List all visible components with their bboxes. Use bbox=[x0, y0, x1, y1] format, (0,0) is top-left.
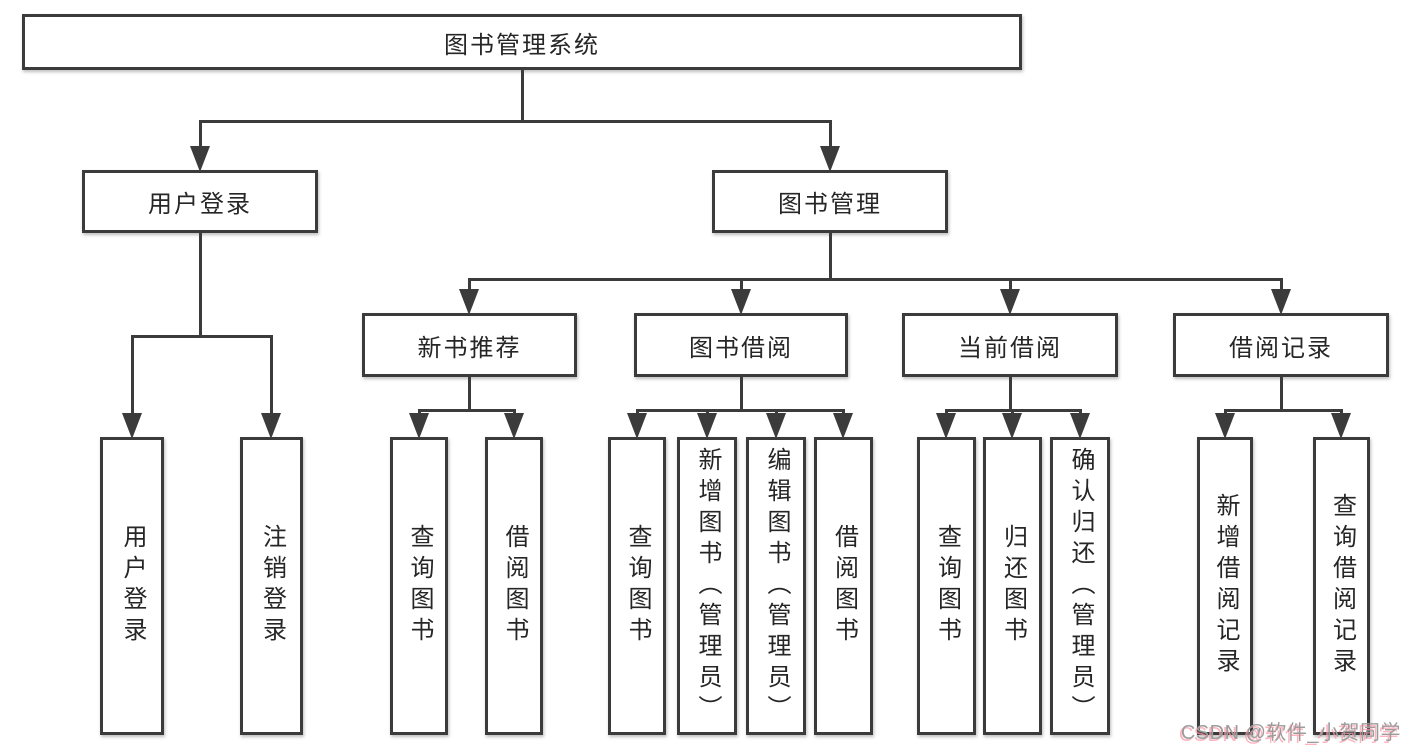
edge-stem-new-book-recommend bbox=[467, 377, 471, 412]
node-user-login: 用户登录 bbox=[82, 170, 318, 233]
node-leaf-query-borrow-record: 查询借阅记录 bbox=[1313, 437, 1370, 735]
edge-split-user-login bbox=[130, 335, 273, 338]
edge-stem-book-borrowing bbox=[739, 377, 743, 412]
node-label-leaf-borrow-books-1: 借阅图书 bbox=[501, 524, 528, 648]
edge-stem-current-borrowing bbox=[1008, 377, 1012, 412]
node-leaf-add-borrow-record: 新增借阅记录 bbox=[1197, 437, 1253, 735]
node-book-borrowing: 图书借阅 bbox=[634, 313, 848, 377]
arrow-down-icon-borrowing-records-0 bbox=[1215, 413, 1235, 439]
arrow-down-icon-current-borrowing-0 bbox=[936, 413, 956, 439]
node-book-management: 图书管理 bbox=[712, 170, 948, 233]
edge-split-borrowing-records bbox=[1223, 409, 1343, 412]
edge-drop-root-0 bbox=[198, 120, 202, 148]
node-leaf-return-books: 归还图书 bbox=[983, 437, 1042, 735]
edge-drop-user-login-0 bbox=[130, 335, 134, 415]
edge-drop-book-management-0 bbox=[467, 278, 471, 291]
arrow-down-icon-root-1 bbox=[820, 146, 840, 172]
edge-drop-new-book-recommend-0 bbox=[417, 409, 421, 415]
node-leaf-query-books-3: 查询图书 bbox=[917, 437, 976, 735]
edge-drop-new-book-recommend-1 bbox=[512, 409, 516, 415]
edge-stem-user-login bbox=[198, 233, 202, 338]
arrow-down-icon-current-borrowing-2 bbox=[1070, 413, 1090, 439]
edge-split-root bbox=[198, 120, 832, 123]
edge-drop-current-borrowing-1 bbox=[1010, 409, 1014, 415]
edge-stem-borrowing-records bbox=[1279, 377, 1283, 412]
csdn-watermark: CSDN @软件_小贺同学 bbox=[1180, 722, 1401, 744]
edge-drop-book-management-3 bbox=[1279, 278, 1283, 291]
node-label-leaf-borrow-books-2: 借阅图书 bbox=[830, 524, 858, 648]
node-label-user-login: 用户登录 bbox=[148, 191, 252, 218]
edge-drop-borrowing-records-1 bbox=[1339, 409, 1343, 415]
arrow-down-icon-borrowing-records-1 bbox=[1331, 413, 1351, 439]
node-leaf-user-login: 用户登录 bbox=[100, 437, 164, 735]
node-label-root: 图书管理系统 bbox=[444, 31, 600, 59]
edge-drop-book-management-2 bbox=[1008, 278, 1012, 291]
node-label-leaf-query-books-3: 查询图书 bbox=[933, 524, 961, 648]
node-new-book-recommend: 新书推荐 bbox=[362, 313, 577, 377]
edge-split-book-management bbox=[467, 278, 1283, 281]
arrow-down-icon-book-borrowing-1 bbox=[697, 413, 717, 439]
edge-drop-current-borrowing-0 bbox=[944, 409, 948, 415]
node-label-leaf-edit-books: 编辑图书（管理员） bbox=[763, 446, 790, 726]
node-leaf-logout: 注销登录 bbox=[240, 437, 303, 735]
edge-split-book-borrowing bbox=[635, 409, 845, 412]
edge-drop-book-borrowing-3 bbox=[841, 409, 845, 415]
edge-drop-user-login-1 bbox=[269, 335, 273, 415]
arrow-down-icon-user-login-0 bbox=[122, 413, 142, 439]
node-borrowing-records: 借阅记录 bbox=[1173, 313, 1389, 377]
node-current-borrowing: 当前借阅 bbox=[902, 313, 1118, 377]
node-label-leaf-return-books: 归还图书 bbox=[999, 524, 1027, 648]
arrow-down-icon-new-book-recommend-0 bbox=[409, 413, 429, 439]
node-label-new-book-recommend: 新书推荐 bbox=[417, 334, 522, 362]
node-leaf-borrow-books-1: 借阅图书 bbox=[485, 437, 543, 735]
arrow-down-icon-user-login-1 bbox=[261, 413, 281, 439]
arrow-down-icon-new-book-recommend-1 bbox=[504, 413, 524, 439]
node-label-leaf-logout: 注销登录 bbox=[258, 524, 286, 648]
node-leaf-add-books: 新增图书（管理员） bbox=[677, 437, 737, 735]
arrow-down-icon-book-borrowing-2 bbox=[766, 413, 786, 439]
node-label-current-borrowing: 当前借阅 bbox=[958, 334, 1062, 362]
node-label-leaf-add-borrow-record: 新增借阅记录 bbox=[1212, 493, 1239, 679]
node-label-leaf-query-books-1: 查询图书 bbox=[406, 524, 433, 648]
node-label-borrowing-records: 借阅记录 bbox=[1229, 334, 1333, 362]
node-label-leaf-query-books-2: 查询图书 bbox=[624, 524, 651, 648]
node-leaf-edit-books: 编辑图书（管理员） bbox=[746, 437, 806, 735]
node-leaf-query-books-2: 查询图书 bbox=[608, 437, 666, 735]
node-leaf-confirm-return: 确认归还（管理员） bbox=[1050, 437, 1110, 735]
node-label-leaf-query-borrow-record: 查询借阅记录 bbox=[1328, 493, 1356, 679]
arrow-down-icon-book-management-2 bbox=[1000, 289, 1020, 315]
node-label-book-management: 图书管理 bbox=[778, 191, 882, 218]
edge-drop-book-management-1 bbox=[739, 278, 743, 291]
arrow-down-icon-book-management-3 bbox=[1271, 289, 1291, 315]
arrow-down-icon-book-borrowing-0 bbox=[627, 413, 647, 439]
edge-drop-book-borrowing-0 bbox=[635, 409, 639, 415]
node-label-book-borrowing: 图书借阅 bbox=[689, 334, 793, 362]
arrow-down-icon-book-management-1 bbox=[731, 289, 751, 315]
edge-stem-book-management bbox=[828, 233, 832, 281]
arrow-down-icon-book-borrowing-3 bbox=[833, 413, 853, 439]
node-label-leaf-add-books: 新增图书（管理员） bbox=[694, 446, 721, 726]
arrow-down-icon-book-management-0 bbox=[459, 289, 479, 315]
arrow-down-icon-root-0 bbox=[190, 146, 210, 172]
node-leaf-borrow-books-2: 借阅图书 bbox=[814, 437, 873, 735]
edge-drop-current-borrowing-2 bbox=[1078, 409, 1082, 415]
arrow-down-icon-current-borrowing-1 bbox=[1002, 413, 1022, 439]
edge-stem-root bbox=[520, 70, 524, 123]
edge-drop-root-1 bbox=[828, 120, 832, 148]
edge-drop-book-borrowing-2 bbox=[774, 409, 778, 415]
node-leaf-query-books-1: 查询图书 bbox=[390, 437, 448, 735]
edge-split-new-book-recommend bbox=[417, 409, 516, 412]
edge-drop-book-borrowing-1 bbox=[705, 409, 709, 415]
node-label-leaf-user-login: 用户登录 bbox=[119, 524, 146, 648]
node-label-leaf-confirm-return: 确认归还（管理员） bbox=[1067, 446, 1094, 726]
node-root: 图书管理系统 bbox=[22, 14, 1022, 70]
edge-drop-borrowing-records-0 bbox=[1223, 409, 1227, 415]
